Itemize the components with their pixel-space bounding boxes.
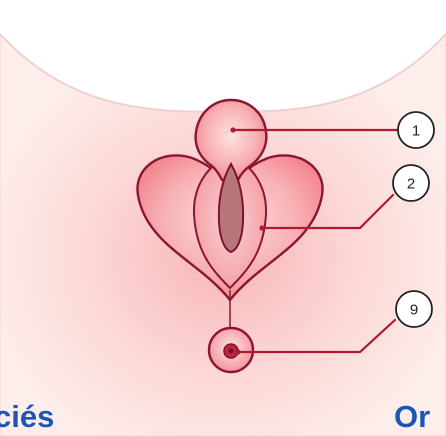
caption-left: ciés bbox=[0, 401, 54, 436]
callout-2: 2 bbox=[393, 165, 429, 201]
callout-9: 9 bbox=[396, 291, 432, 327]
caption-right: Or bbox=[394, 401, 430, 436]
leader-dot-2 bbox=[259, 225, 264, 230]
callout-2-number: 2 bbox=[407, 176, 415, 193]
callout-1-number: 1 bbox=[412, 123, 420, 140]
bulb-core bbox=[229, 349, 234, 354]
callout-9-number: 9 bbox=[410, 302, 418, 319]
leader-dot-1 bbox=[230, 127, 235, 132]
leader-dot-9 bbox=[235, 349, 240, 354]
callout-1: 1 bbox=[398, 112, 434, 148]
